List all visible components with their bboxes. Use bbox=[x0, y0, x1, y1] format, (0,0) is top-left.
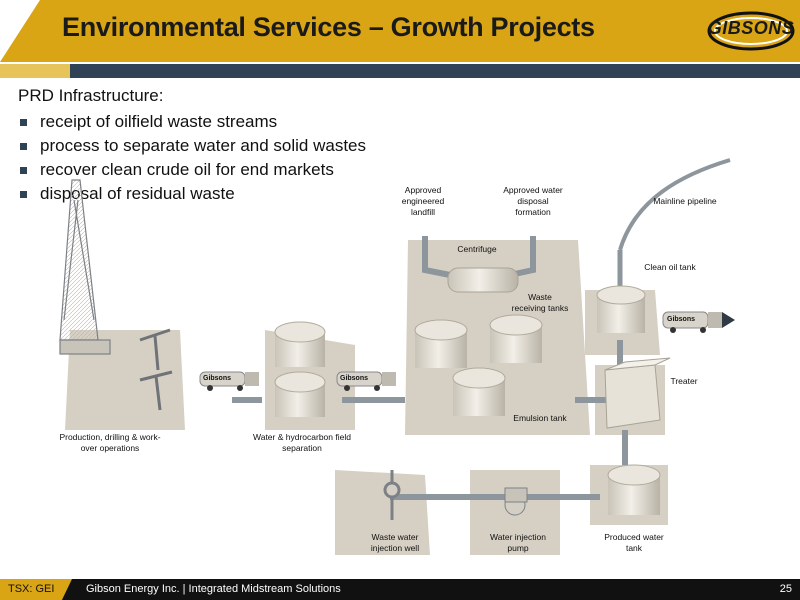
truck-label: Gibsons bbox=[203, 375, 232, 382]
process-diagram bbox=[59, 158, 735, 555]
label-emulsion-tank: Emulsion tank bbox=[513, 413, 567, 423]
page-number: 25 bbox=[779, 583, 792, 595]
label-field-separation: Water & hydrocarbon field separation bbox=[253, 432, 351, 453]
separation-tank-top bbox=[274, 321, 326, 367]
page-title: Environmental Services – Growth Projects bbox=[62, 12, 595, 42]
list-item: receipt of oilfield waste streams bbox=[18, 110, 366, 134]
bullet-icon bbox=[20, 119, 27, 126]
bullet-icon bbox=[20, 167, 27, 174]
label-production: Production, drilling & work-over operati… bbox=[59, 432, 161, 453]
accent-stripe bbox=[0, 64, 90, 78]
storage-tanks bbox=[274, 285, 661, 515]
drilling-rig bbox=[59, 179, 111, 355]
treater bbox=[604, 357, 671, 429]
header-bar bbox=[0, 0, 800, 62]
footer-bar: TSX: GEI Gibson Energy Inc. | Integrated… bbox=[0, 579, 800, 600]
truck-icon bbox=[662, 311, 722, 333]
mainline-pipeline bbox=[618, 158, 731, 251]
header-notch bbox=[0, 0, 40, 62]
centrifuge bbox=[447, 267, 519, 293]
label-disposal-formation: Approved water disposal formation bbox=[503, 185, 563, 217]
bullet-list: receipt of oilfield waste streams proces… bbox=[18, 110, 366, 206]
waste-tank-right bbox=[489, 314, 543, 363]
emulsion-tank bbox=[452, 367, 506, 416]
pipe-network bbox=[232, 236, 628, 500]
label-injection-pump: Water injection pump bbox=[490, 532, 546, 553]
waste-tank-left bbox=[414, 319, 468, 368]
intro-text: PRD Infrastructure: bbox=[18, 86, 164, 105]
bullet-icon bbox=[20, 143, 27, 150]
truck-label: Gibsons bbox=[340, 375, 369, 382]
label-produced-tank: Produced water tank bbox=[604, 532, 664, 553]
production-pad bbox=[65, 330, 185, 430]
list-item: process to separate water and solid wast… bbox=[18, 134, 366, 158]
company-logo: GIBSONS bbox=[706, 8, 796, 54]
label-waste-tanks: Waste receiving tanks bbox=[511, 292, 569, 313]
footer-text: Gibson Energy Inc. | Integrated Midstrea… bbox=[86, 583, 341, 595]
label-treater: Treater bbox=[670, 376, 698, 386]
truck-icon bbox=[336, 371, 396, 391]
ticker-badge: TSX: GEI bbox=[0, 579, 72, 600]
label-mainline: Mainline pipeline bbox=[653, 196, 717, 206]
separation-tank-bottom bbox=[274, 371, 326, 417]
pump-jack bbox=[139, 328, 173, 411]
truck-icon bbox=[199, 371, 259, 391]
list-item: disposal of residual waste bbox=[18, 182, 366, 206]
label-centrifuge: Centrifuge bbox=[457, 244, 497, 254]
label-clean-oil-tank: Clean oil tank bbox=[644, 262, 696, 272]
truck-label: Gibsons bbox=[667, 316, 696, 323]
label-landfill: Approved engineered landfill bbox=[401, 185, 445, 217]
bullet-icon bbox=[20, 191, 27, 198]
logo-swoosh-icon bbox=[707, 11, 795, 51]
navy-stripe bbox=[70, 64, 800, 78]
injection-well-pad bbox=[335, 470, 430, 555]
label-injection-well: Waste water injection well bbox=[370, 532, 420, 553]
injection-well bbox=[383, 470, 401, 520]
water-pump bbox=[504, 487, 528, 516]
produced-water-tank bbox=[607, 464, 661, 515]
logo-text: GIBSONS bbox=[707, 18, 795, 38]
list-item: recover clean crude oil for end markets bbox=[18, 158, 366, 182]
outflow-arrow-icon bbox=[722, 312, 735, 328]
clean-oil-tank bbox=[596, 285, 646, 333]
